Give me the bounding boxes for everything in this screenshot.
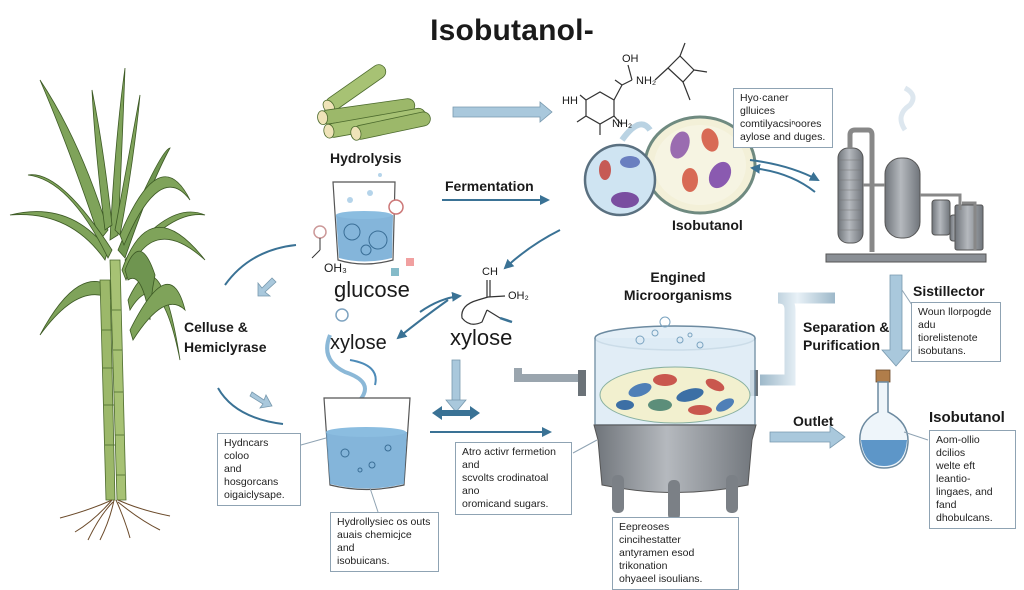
chem-nh2-top: NH₂ [636,75,657,87]
note-line: auais chemicjce and [337,529,412,554]
note-line: isobutans. [918,345,966,357]
note-line: lingaes, and fand [936,486,993,511]
label-separation-line1: Separation & [803,319,890,335]
arrow-glucose-to-xylose [419,291,462,313]
note-left-box: Hydncars coloo and hosgorcans oigaiclysa… [217,433,301,506]
note-line: adu tiorelistenote [918,319,978,344]
xylose-structure-icon [461,280,513,325]
label-celluse-line1: Celluse & [184,319,248,335]
arrow-to-chemistry [452,101,553,123]
note-line: dhobulcans. [936,512,993,524]
note-line: Aom-ollio dcilios [936,434,980,459]
diagram-canvas [9,42,987,541]
note-line: Atro activr fermetion and [462,446,556,471]
label-engineered-line1: Engined [650,269,706,285]
arrow-xylose-to-left [396,299,449,340]
arrow-light-vertical [451,359,461,403]
note-line: Hydrollysiec os outs [337,516,431,528]
page-title: Isobutanol- [430,14,594,47]
label-xylose-left: xylose [330,332,387,354]
arrow-cells-to-xylose-struct [503,229,561,270]
note-line: Eepreoses cincihestatter [619,521,681,546]
note-line: comtilyacsiⁿoores [740,118,822,130]
label-isobutanol-cells: Isobutanol [672,217,743,233]
label-outlet: Outlet [793,413,834,429]
note-line: aylose and duges. [740,131,826,143]
note-top-right: Hyo·caner glluices comtilyacsiⁿoores ayl… [733,88,833,148]
note-line: oigaiclysape. [224,489,285,501]
label-sistillector: Sistillector [913,283,985,299]
sugarcane-bundle-icon [317,64,431,141]
label-fermentation: Fermentation [445,178,534,194]
note-product-box: Aom-ollio dcilios welte eft leantio- lin… [929,430,1016,529]
note-line: scvolts crodinatoal ano [462,472,549,497]
arrow-curve-lower-left [217,387,284,425]
sugarcane-plant-icon [9,67,206,541]
lower-beaker-icon [282,397,411,513]
label-separation: Separation & Purification [803,318,889,354]
note-line: Hyo·caner glluices [740,92,789,117]
note-line: and hosgorcans [224,463,279,488]
arrow-light-down-right [249,391,273,409]
label-engineered: Engined Microorganisms [618,268,738,304]
note-line: ohyaeel isoulians. [619,573,703,585]
note-line: isobuicans. [337,555,390,567]
chem-oh-top: OH [622,53,639,65]
arrow-light-down-left [257,277,277,297]
microorganism-cells-icon [583,115,757,217]
arrow-curve-upper-left [224,244,297,286]
arrow-outlet [769,425,846,449]
label-celluse: Celluse & Hemiclyrase [184,318,267,356]
arrow-distiller-to-cells [750,163,816,193]
chem-hh: HH [562,95,578,107]
note-fermentation-box: Atro activr fermetion and scvolts crodin… [455,442,572,515]
label-engineered-line2: Microorganisms [623,287,733,303]
arrow-separation [881,274,911,367]
note-line: oromicand sugars. [462,498,549,510]
note-sistillector-box: Woun llorpogde adu tiorelistenote isobut… [911,302,1001,362]
label-celluse-line2: Hemiclyrase [184,339,267,355]
note-line: welte eft leantio- [936,460,976,485]
label-glucose: glucose [334,277,410,302]
label-separation-line2: Purification [803,337,881,353]
note-reactor-box: Eepreoses cincihestatter antyramen esod … [612,517,739,590]
leader-sistillector [901,289,913,306]
arrow-cells-to-distiller [749,159,820,181]
label-isobutanol-product: Isobutanol [929,409,1005,426]
double-arrow [432,406,480,420]
hydrolysis-beaker-icon [311,173,414,276]
distillation-apparatus-icon [825,85,987,263]
bioreactor-icon [514,240,841,520]
chem-oh2: OH₂ [508,290,529,302]
note-line: antyramen esod trikonation [619,547,695,572]
isobutanol-flask-icon [859,369,929,469]
chemical-structure-top-icon [576,42,708,135]
chem-oh3: OH₃ [324,261,347,275]
label-xylose-mid: xylose [450,325,513,350]
chem-ch: CH [482,266,498,278]
chem-nh2-ring: NH₂ [612,118,633,130]
note-line: Hydncars coloo [224,437,269,462]
label-hydrolysis: Hydrolysis [330,150,402,166]
arrow-light-vertical-head [445,399,467,413]
note-line: Woun llorpogde [918,306,992,318]
note-beaker-box: Hydrollysiec os outs auais chemicjce and… [330,512,439,572]
